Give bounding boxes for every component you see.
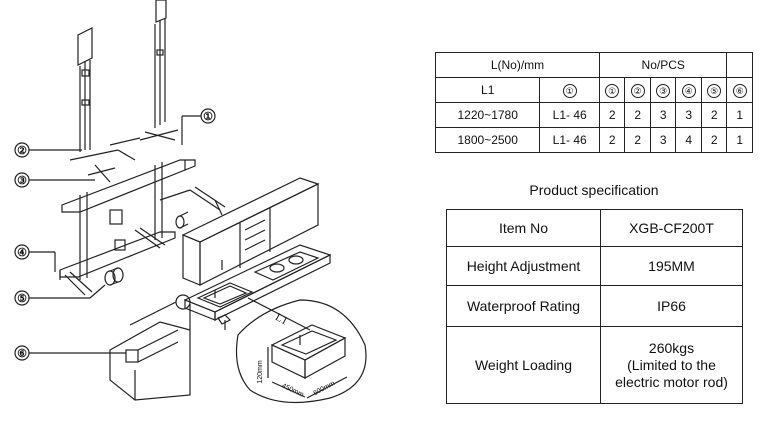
spec-value: XGB-CF200T xyxy=(600,209,743,247)
edge-detail xyxy=(109,294,191,401)
table-subheader-row: L1 ① ① ② ③ ④ ⑤ ⑥ xyxy=(434,77,753,103)
frame-beams xyxy=(59,159,196,280)
sink-depth-label: 600mm xyxy=(312,380,336,397)
subheader-cell: ③ xyxy=(649,77,677,103)
spec-row-height: Height Adjustment 195MM xyxy=(446,246,743,286)
spec-key: Waterproof Rating xyxy=(446,285,601,327)
table-cell: 2 xyxy=(624,102,651,128)
cylinder-part xyxy=(104,211,189,286)
length-header: L(No)/mm xyxy=(435,52,600,78)
spec-row-waterproof: Waterproof Rating IP66 xyxy=(446,285,743,327)
part-number-circle: ⑤ xyxy=(707,83,722,98)
part-number-circle: ① xyxy=(562,83,577,98)
callout-5: ⑤ xyxy=(17,293,27,305)
subheader-cell: ⑤ xyxy=(700,77,728,103)
spec-value: 260kgs (Limited to the electric motor ro… xyxy=(600,326,743,404)
table-cell: L1- 46 xyxy=(539,102,600,128)
pcs-header: No/PCS xyxy=(598,52,728,78)
exploded-assembly-drawing: ① ② ③ ④ ⑤ ⑥ L1 120mm 450mm 600mm xyxy=(14,0,367,404)
table-cell: 1 xyxy=(726,127,753,153)
part-number-circle: ④ xyxy=(681,83,696,98)
spec-key: Height Adjustment xyxy=(446,246,601,286)
empty-header-cell xyxy=(726,52,753,78)
table-cell: L1- 46 xyxy=(539,127,600,153)
subheader-cell: ④ xyxy=(675,77,702,103)
table-header-row: L(No)/mm No/PCS xyxy=(435,52,753,78)
callout-3: ③ xyxy=(17,175,27,187)
callout-4: ④ xyxy=(17,247,27,259)
cross-brackets xyxy=(69,129,179,183)
upper-cabinet xyxy=(181,177,320,286)
table-cell: 3 xyxy=(649,102,677,128)
table-cell: 4 xyxy=(675,127,702,153)
spec-value: 195MM xyxy=(600,246,743,286)
subheader-cell: ① xyxy=(539,77,600,103)
subheader-cell: ① xyxy=(598,77,626,103)
table-cell: 1220~1780 xyxy=(434,102,541,128)
subheader-cell: ② xyxy=(624,77,651,103)
table-cell: 3 xyxy=(675,102,702,128)
frame-feet xyxy=(64,186,226,296)
counter-top xyxy=(183,244,332,330)
spec-row-weight: Weight Loading 260kgs (Limited to the el… xyxy=(446,326,743,404)
callout-1: ① xyxy=(203,111,213,123)
spec-table: Item No XGB-CF200T Height Adjustment 195… xyxy=(446,209,743,404)
length-dimension-label: L1 xyxy=(273,311,289,327)
spec-key: Weight Loading xyxy=(446,326,601,404)
sink-width-label: 450mm xyxy=(281,383,305,399)
table-cell: 3 xyxy=(649,127,677,153)
callout-markers xyxy=(14,108,216,361)
center-lift-column xyxy=(154,0,167,128)
table-cell: 2 xyxy=(598,102,626,128)
sink-height-label: 120mm xyxy=(257,360,264,384)
table-row: 1220~1780 L1- 46 2 2 3 3 2 1 xyxy=(434,102,753,128)
spec-title: Product specification xyxy=(529,182,659,198)
table-row: 1800~2500 L1- 46 2 2 3 4 2 1 xyxy=(434,127,753,153)
table-cell: 2 xyxy=(700,127,728,153)
callout-2: ② xyxy=(17,145,27,157)
parts-quantity-table: L(No)/mm No/PCS L1 ① ① ② ③ ④ ⑤ ⑥ 1220~17… xyxy=(434,52,753,153)
subheader-cell: L1 xyxy=(434,77,541,103)
part-number-circle: ② xyxy=(630,83,645,98)
table-cell: 2 xyxy=(624,127,651,153)
spec-key: Item No xyxy=(446,209,601,247)
table-cell: 1 xyxy=(726,102,753,128)
spec-value: IP66 xyxy=(600,285,743,327)
left-lift-column xyxy=(77,27,93,152)
table-cell: 2 xyxy=(598,127,626,153)
table-cell: 1800~2500 xyxy=(434,127,541,153)
callout-6: ⑥ xyxy=(17,348,27,360)
table-cell: 2 xyxy=(700,102,728,128)
part-number-circle: ③ xyxy=(656,83,671,98)
sink-detail xyxy=(235,299,367,404)
subheader-cell: ⑥ xyxy=(726,77,753,103)
part-number-circle: ① xyxy=(605,83,620,98)
spec-row-item-no: Item No XGB-CF200T xyxy=(446,209,743,247)
part-number-circle: ⑥ xyxy=(732,83,747,98)
